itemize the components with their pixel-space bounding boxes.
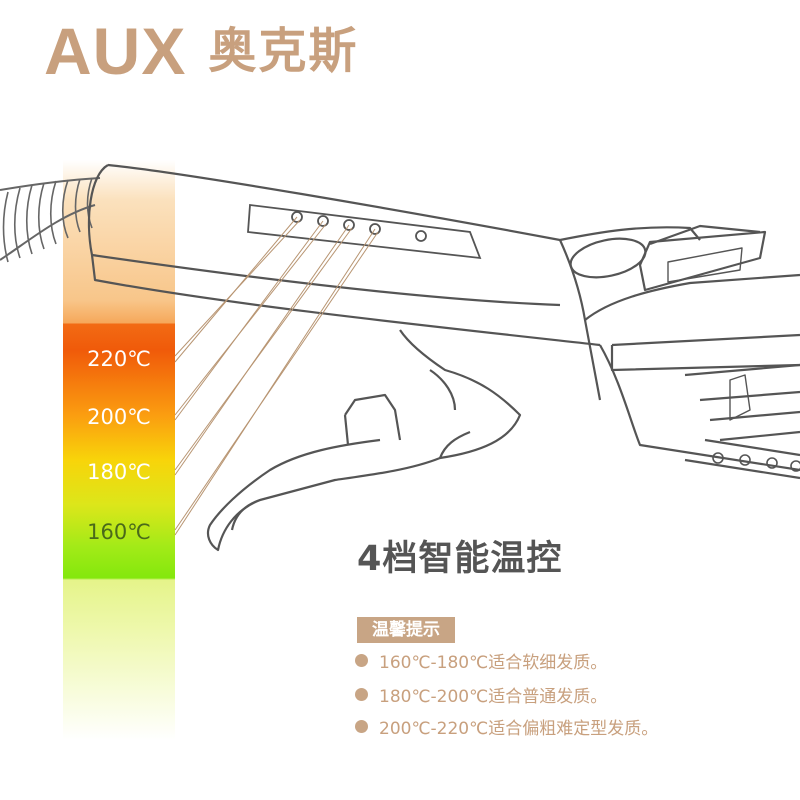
tip-item: 160℃-180℃适合软细发质。: [355, 648, 607, 673]
temp-label-180: 180℃: [87, 460, 151, 484]
logo-chinese-text: 奥克斯: [208, 23, 359, 79]
tip-item: 180℃-200℃适合普通发质。: [355, 682, 607, 707]
headline: 4档智能温控: [357, 539, 563, 579]
temperature-leader-lines: [174, 216, 379, 536]
logo-latin-text: AUX: [44, 14, 187, 88]
tip-item: 200℃-220℃适合偏粗难定型发质。: [355, 714, 658, 739]
temperature-gradient-bar: [63, 160, 175, 740]
power-button: [415, 230, 427, 242]
bullet-dot-icon: [355, 688, 368, 701]
tip-text: 200℃-220℃适合偏粗难定型发质。: [379, 719, 659, 739]
temp-label-200: 200℃: [87, 405, 151, 429]
tips-title-badge: 温馨提示: [357, 617, 455, 643]
curler-body: [87, 163, 800, 552]
bullet-dot-icon: [355, 654, 368, 667]
tip-text: 180℃-200℃适合普通发质。: [379, 687, 608, 707]
temp-label-220: 220℃: [87, 347, 151, 371]
temp-label-160: 160℃: [87, 520, 151, 544]
tip-text: 160℃-180℃适合软细发质。: [379, 653, 608, 673]
power-cord: [0, 177, 101, 263]
bullet-dot-icon: [355, 720, 368, 733]
control-panel: [247, 203, 482, 260]
brand-logo: AUX 奥克斯: [44, 14, 359, 88]
